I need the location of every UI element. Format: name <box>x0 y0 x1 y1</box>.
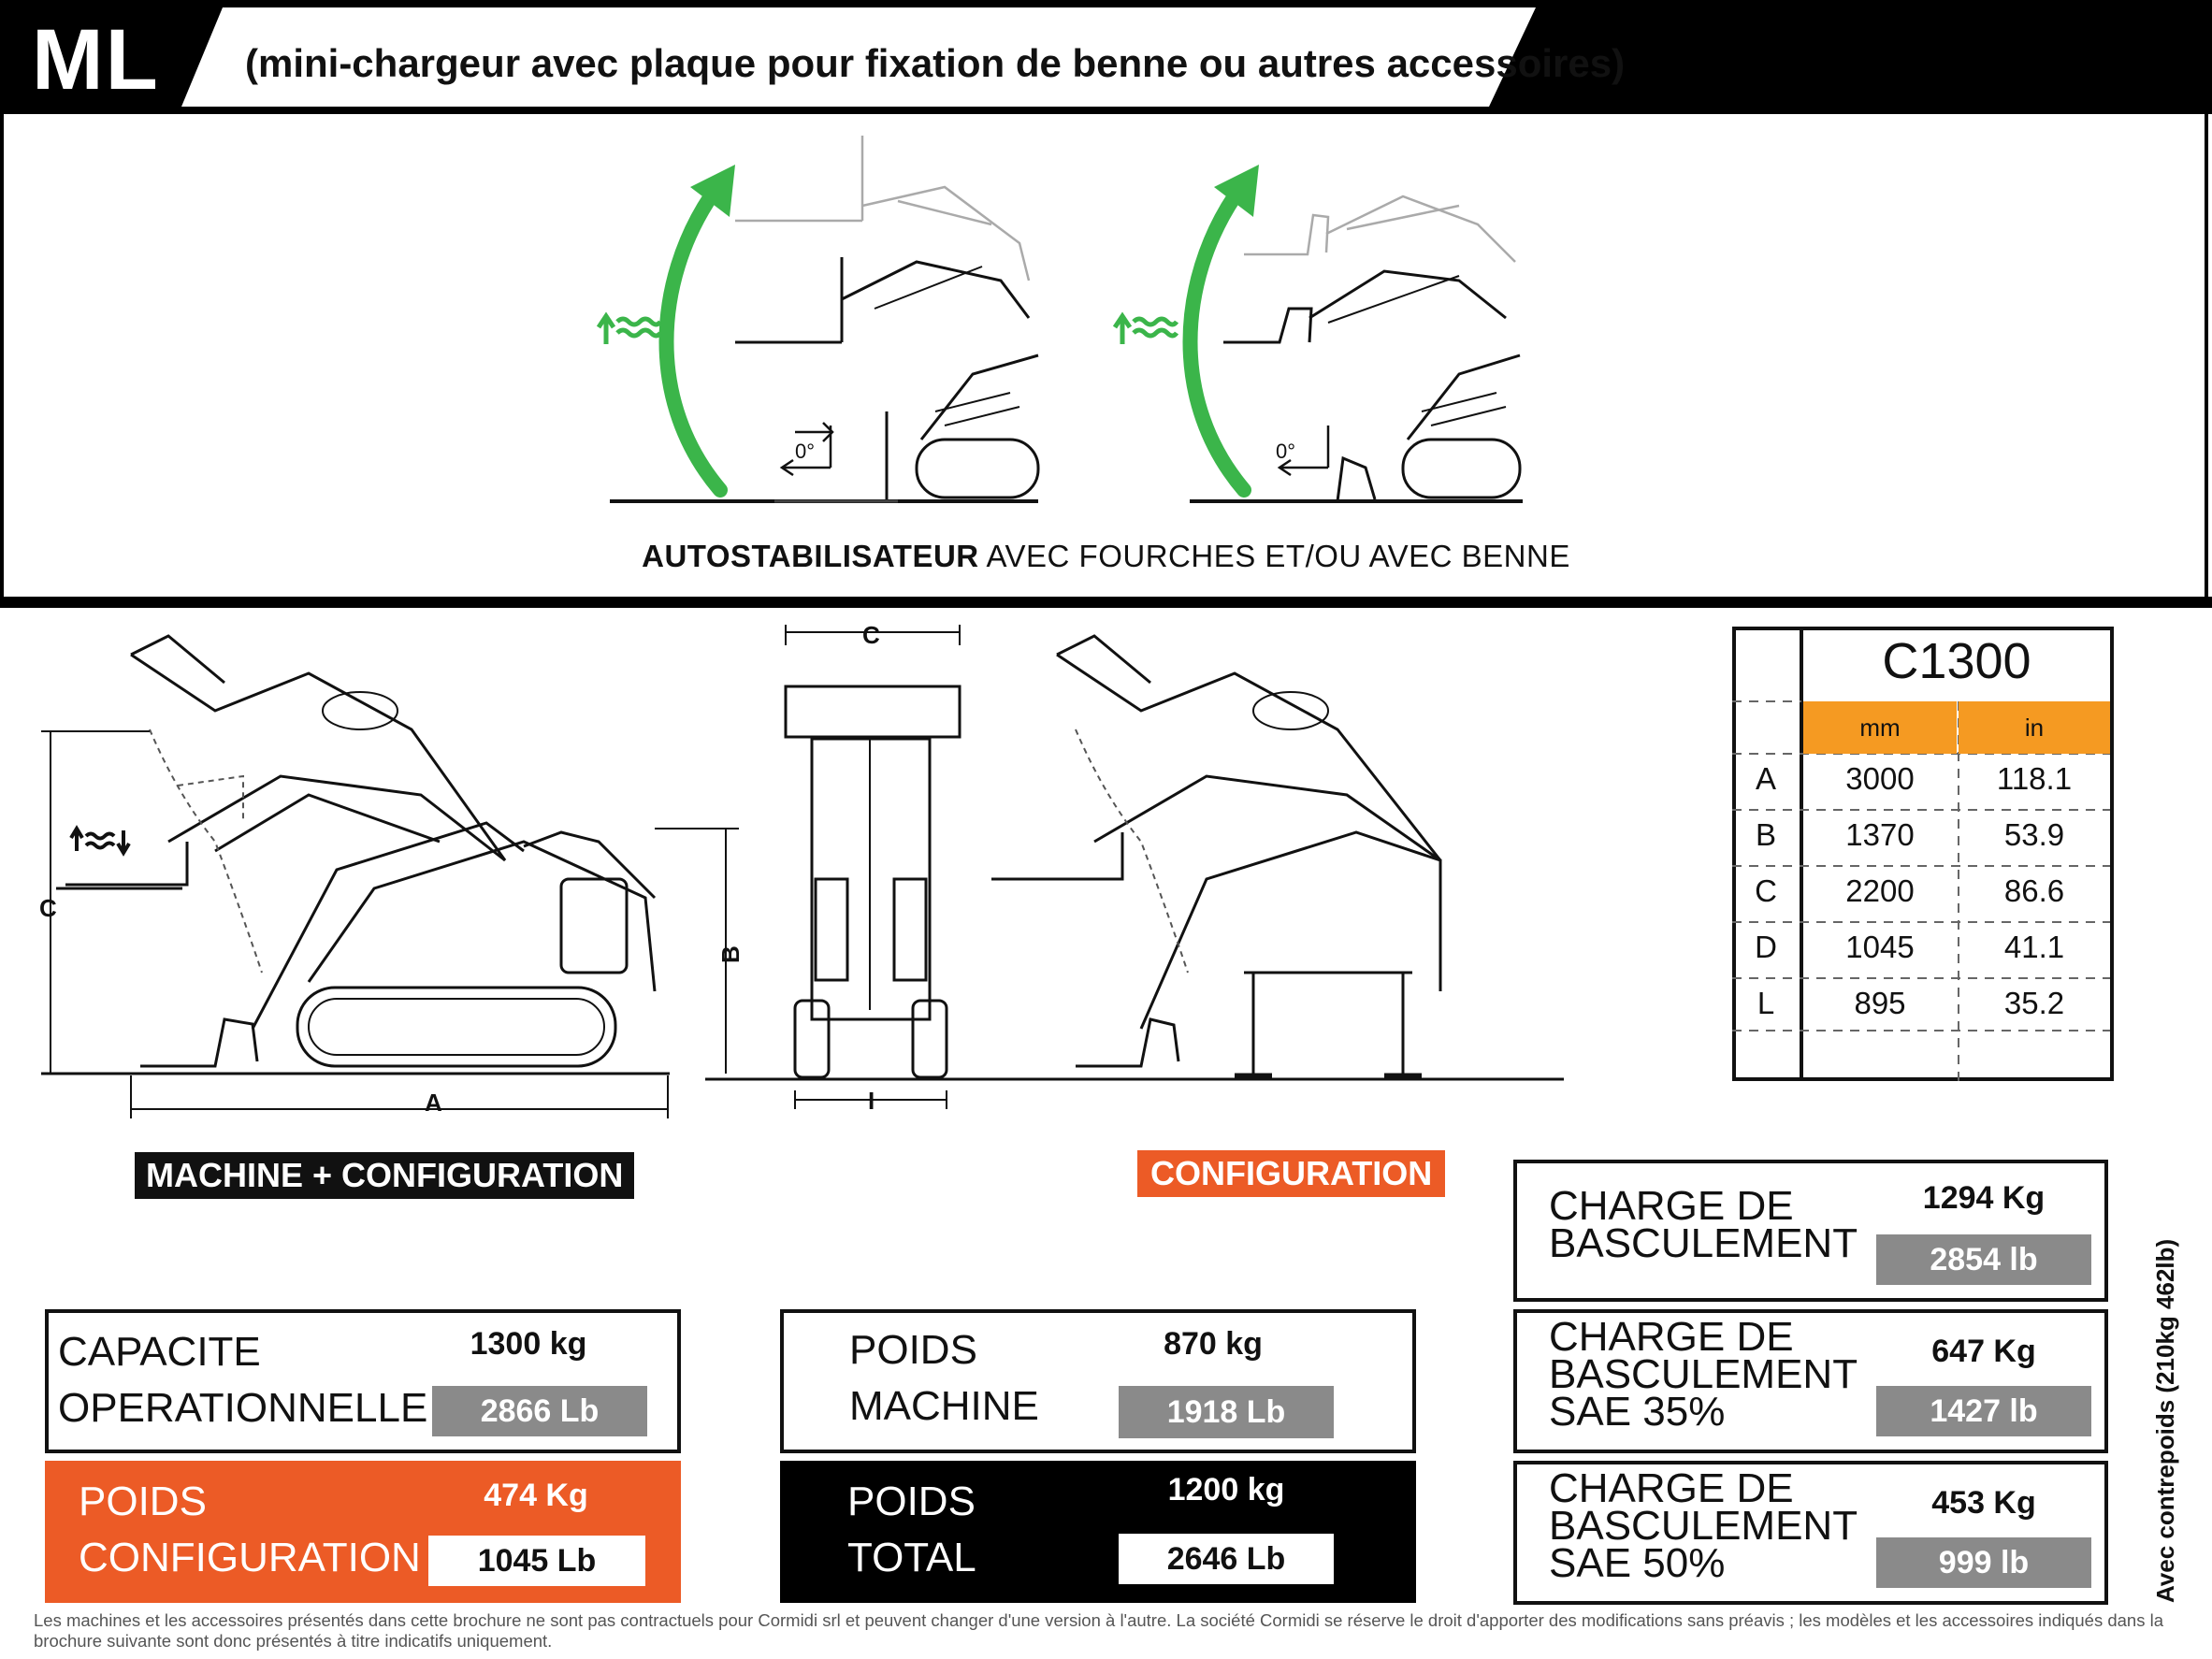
dimension-drawings: C B A C I <box>39 621 1564 1118</box>
spec-row-letter: B <box>1755 817 1776 852</box>
angle-label: 0° <box>795 440 815 463</box>
model-code: ML <box>32 12 160 108</box>
spec-row-in: 53.9 <box>2003 817 2065 852</box>
spec-table-model: C1300 <box>1882 633 2031 689</box>
tipping-load-sae35-box <box>1513 1309 2108 1453</box>
tipping-load-box <box>1513 1160 2108 1302</box>
dim-label-a: A <box>425 1089 442 1117</box>
spec-row-letter: D <box>1755 930 1777 964</box>
total-weight-label-1: POIDS <box>847 1479 976 1524</box>
hydraulic-lift-icon <box>596 311 663 344</box>
config-weight-label-1: POIDS <box>79 1479 207 1524</box>
spec-row-letter: C <box>1755 873 1777 908</box>
unit-mm-header: mm <box>1803 701 1957 754</box>
legal-footnote: Les machines et les accessoires présenté… <box>34 1610 2163 1651</box>
dim-label-i: I <box>868 1087 875 1115</box>
machine-weight-lb: 1918 Lb <box>1119 1386 1334 1438</box>
capacity-box <box>45 1309 681 1453</box>
tipping-kg: 1294 Kg <box>1922 1180 2046 1216</box>
unit-in-header: in <box>1959 701 2110 754</box>
total-weight-lb: 2646 Lb <box>1119 1534 1334 1584</box>
tipping-sae50-kg: 453 Kg <box>1931 1485 2036 1521</box>
spec-row-in: 86.6 <box>2003 873 2065 908</box>
header-bar <box>0 0 2212 114</box>
total-weight-kg: 1200 kg <box>1167 1472 1285 1508</box>
tipping-sae35-lb: 1427 lb <box>1876 1386 2091 1436</box>
spec-row-letter: L <box>1757 986 1775 1020</box>
machine-weight-kg: 870 kg <box>1164 1326 1263 1362</box>
machine-config-label: MACHINE + CONFIGURATION <box>135 1152 635 1199</box>
config-weight-kg: 474 Kg <box>484 1478 588 1513</box>
machine-weight-box <box>780 1309 1416 1453</box>
config-weight-lb: 1045 Lb <box>428 1536 645 1586</box>
spec-row-mm: 1045 <box>1845 930 1915 964</box>
counterweight-note: Avec contrepoids (210kg 462lb) <box>2151 1238 2179 1603</box>
dim-label-b: B <box>716 945 745 963</box>
tipping-sae35-label-1: CHARGE DE <box>1549 1314 1794 1360</box>
machine-weight-label-1: POIDS <box>849 1327 977 1373</box>
config-weight-label-2: CONFIGURATION <box>79 1535 421 1580</box>
spec-row-mm: 3000 <box>1845 761 1915 796</box>
tipping-sae50-label-3: SAE 50% <box>1549 1540 1726 1586</box>
dim-label-c-front: C <box>862 621 880 649</box>
hydraulic-control-icon <box>69 825 131 857</box>
tipping-sae50-label-2: BASCULEMENT <box>1549 1503 1858 1549</box>
spec-row-in: 118.1 <box>1996 761 2073 796</box>
tipping-label-2: BASCULEMENT <box>1549 1220 1858 1266</box>
total-weight-label-2: TOTAL <box>847 1535 976 1580</box>
header-subtitle: (mini-chargeur avec plaque pour fixation… <box>245 41 1626 85</box>
configuration-label: CONFIGURATION <box>1137 1150 1446 1197</box>
spec-row-in: 41.1 <box>2003 930 2065 964</box>
tipping-load-sae50-box <box>1513 1461 2108 1605</box>
tipping-sae35-label-2: BASCULEMENT <box>1549 1351 1858 1397</box>
capacity-label-1: CAPACITE <box>58 1329 261 1375</box>
tipping-sae50-lb: 999 lb <box>1876 1537 2091 1588</box>
lift-arrow-icon <box>1182 189 1251 498</box>
dim-label-c: C <box>39 894 57 922</box>
stabilizer-panel <box>0 114 2208 600</box>
spec-row-mm: 2200 <box>1845 873 1915 908</box>
capacity-kg: 1300 kg <box>470 1326 587 1362</box>
tipping-sae35-kg: 647 Kg <box>1931 1334 2036 1369</box>
tipping-sae50-label-1: CHARGE DE <box>1549 1465 1794 1511</box>
stabilizer-caption: AUTOSTABILISATEUR AVEC FOURCHES ET/OU AV… <box>642 539 1570 573</box>
tipping-lb: 2854 lb <box>1876 1234 2091 1285</box>
machine-weight-label-2: MACHINE <box>849 1383 1039 1429</box>
spec-table-grid <box>1732 627 2110 1081</box>
spec-row-in: 35.2 <box>2003 986 2065 1020</box>
capacity-label-2: OPERATIONNELLE <box>58 1385 428 1431</box>
spec-row-mm: 1370 <box>1845 817 1915 852</box>
lift-arrow-icon <box>658 189 728 498</box>
tipping-sae35-label-3: SAE 35% <box>1549 1389 1726 1435</box>
capacity-lb: 2866 Lb <box>432 1386 647 1436</box>
angle-label: 0° <box>1276 440 1295 463</box>
spec-row-mm: 895 <box>1854 986 1906 1020</box>
section-divider <box>0 597 2212 608</box>
spec-table <box>1732 627 2114 1081</box>
stabilizer-illustration: 0° 0° <box>596 136 1523 503</box>
hydraulic-lift-icon <box>1112 311 1179 344</box>
spec-row-letter: A <box>1755 761 1776 796</box>
tipping-label-1: CHARGE DE <box>1549 1183 1794 1229</box>
